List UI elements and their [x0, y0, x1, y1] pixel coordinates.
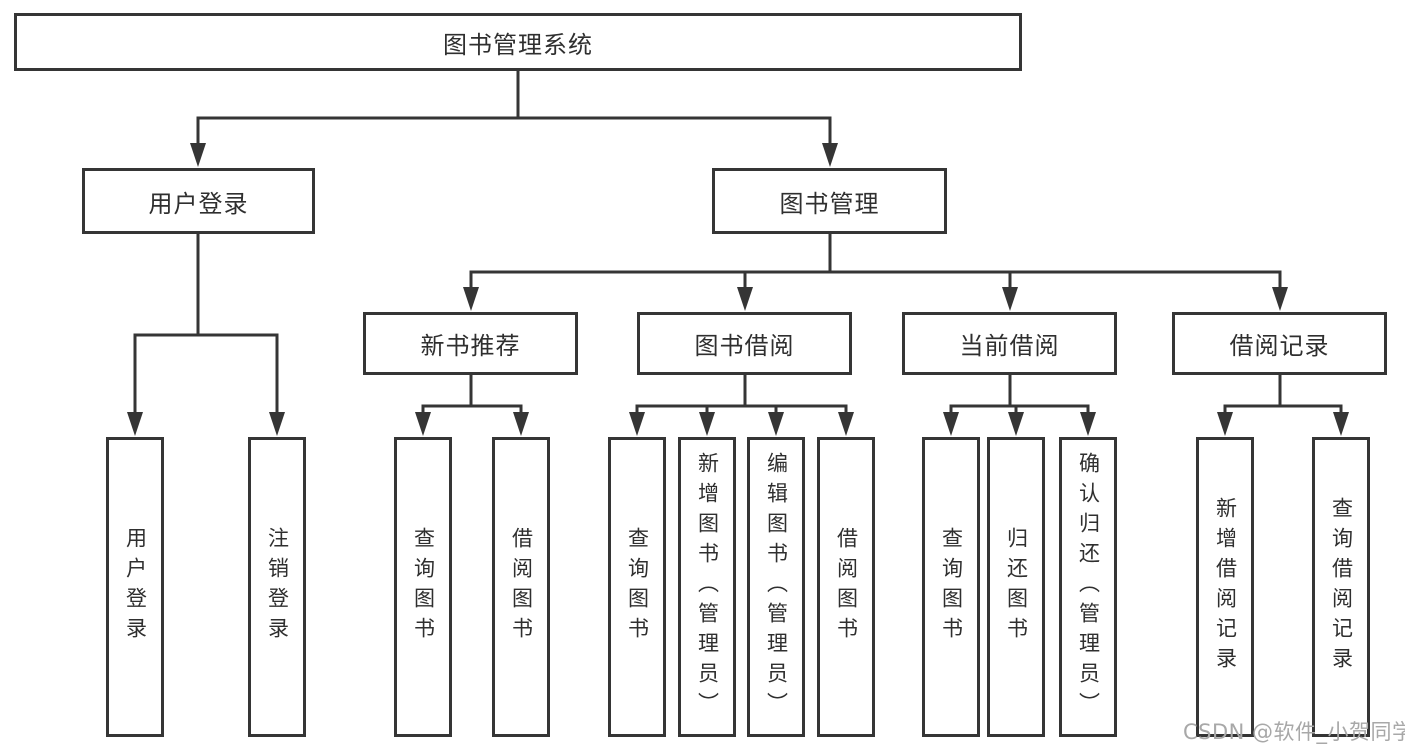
leaf-query-books-current: 查询图书	[922, 437, 980, 737]
leaf-add-books-admin-label: 新增图书（管理员）	[695, 452, 720, 722]
leaf-user-login-label: 用户登录	[123, 527, 148, 647]
leaf-query-borrow-record-label: 查询借阅记录	[1329, 497, 1354, 677]
node-book-management-label: 图书管理	[779, 189, 880, 218]
node-book-borrow: 图书借阅	[637, 312, 852, 375]
edge-root-to-level2	[190, 69, 838, 167]
leaf-query-books-recommend-label: 查询图书	[411, 527, 436, 647]
edge-newbook-to-leaves	[415, 372, 529, 436]
leaf-confirm-return-admin: 确认归还（管理员）	[1059, 437, 1117, 737]
leaf-borrow-books-label: 借阅图书	[834, 527, 859, 647]
leaf-borrow-books-recommend: 借阅图书	[492, 437, 550, 737]
node-new-book-recommend: 新书推荐	[363, 312, 578, 375]
node-user-login: 用户登录	[82, 168, 315, 234]
node-new-book-recommend-label: 新书推荐	[420, 332, 521, 360]
leaf-logout-label: 注销登录	[265, 527, 290, 647]
leaf-borrow-books-recommend-label: 借阅图书	[509, 527, 534, 647]
leaf-query-books-current-label: 查询图书	[939, 527, 964, 647]
node-book-management: 图书管理	[712, 168, 947, 234]
leaf-confirm-return-admin-label: 确认归还（管理员）	[1076, 452, 1101, 722]
node-current-borrow: 当前借阅	[902, 312, 1117, 375]
node-root: 图书管理系统	[14, 13, 1022, 71]
leaf-edit-books-admin: 编辑图书（管理员）	[747, 437, 805, 737]
node-root-label: 图书管理系统	[443, 30, 593, 59]
leaf-return-books: 归还图书	[987, 437, 1045, 737]
leaf-query-books-borrow-label: 查询图书	[625, 527, 650, 647]
leaf-add-borrow-record-label: 新增借阅记录	[1213, 497, 1238, 677]
edge-bookmgmt-to-level3	[463, 232, 1288, 311]
edge-userlogin-to-leaves	[127, 232, 285, 436]
leaf-add-books-admin: 新增图书（管理员）	[678, 437, 736, 737]
csdn-watermark: CSDN @软件_小贺同学	[1183, 720, 1405, 744]
edge-current-to-leaves	[943, 372, 1096, 436]
leaf-borrow-books: 借阅图书	[817, 437, 875, 737]
leaf-add-borrow-record: 新增借阅记录	[1196, 437, 1254, 737]
edge-borrow-to-leaves	[629, 372, 854, 436]
leaf-edit-books-admin-label: 编辑图书（管理员）	[764, 452, 789, 722]
leaf-query-borrow-record: 查询借阅记录	[1312, 437, 1370, 737]
node-current-borrow-label: 当前借阅	[959, 332, 1060, 360]
node-user-login-label: 用户登录	[148, 189, 249, 218]
leaf-return-books-label: 归还图书	[1004, 527, 1029, 647]
leaf-user-login: 用户登录	[106, 437, 164, 737]
leaf-query-books-borrow: 查询图书	[608, 437, 666, 737]
leaf-query-books-recommend: 查询图书	[394, 437, 452, 737]
edge-records-to-leaves	[1217, 372, 1349, 436]
leaf-logout: 注销登录	[248, 437, 306, 737]
node-book-borrow-label: 图书借阅	[694, 332, 795, 360]
node-borrow-records: 借阅记录	[1172, 312, 1387, 375]
node-borrow-records-label: 借阅记录	[1229, 332, 1330, 360]
